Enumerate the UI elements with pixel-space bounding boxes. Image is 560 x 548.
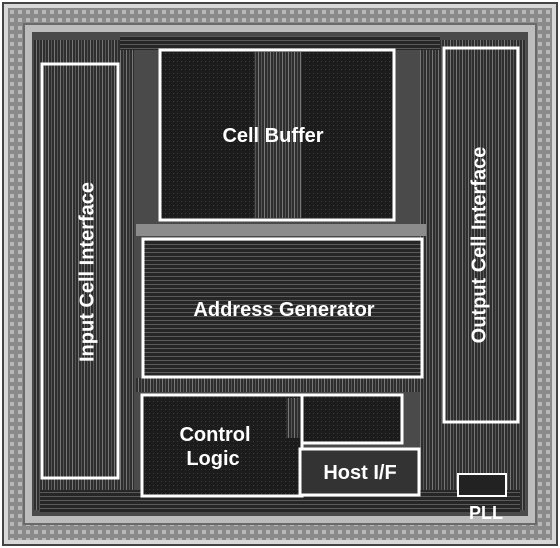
output-cell-interface-label: Output Cell Interface	[468, 147, 490, 344]
core-routing-top	[120, 36, 440, 50]
pll-label: PLL	[469, 503, 503, 523]
output-cell-interface-block	[442, 46, 520, 424]
core-routing-middle	[136, 224, 426, 236]
control-logic-label-line1: Control	[179, 424, 250, 446]
cell-buffer-label: Cell Buffer	[222, 125, 323, 147]
core-routing-mid-lower	[136, 378, 426, 392]
input-cell-interface-label: Input Cell Interface	[76, 182, 98, 362]
control-logic-right-part	[300, 393, 404, 445]
host-if-label: Host I/F	[323, 462, 396, 484]
address-generator-block	[141, 237, 424, 379]
control-logic-separator	[286, 398, 300, 438]
pll-block	[457, 473, 507, 497]
control-logic-label-line2: Logic	[186, 448, 239, 470]
host-if-block	[298, 447, 421, 497]
input-cell-interface-block	[40, 62, 120, 480]
cell-buffer-center-strip	[254, 52, 302, 218]
control-logic-block	[140, 393, 304, 498]
address-generator-label: Address Generator	[193, 299, 374, 321]
